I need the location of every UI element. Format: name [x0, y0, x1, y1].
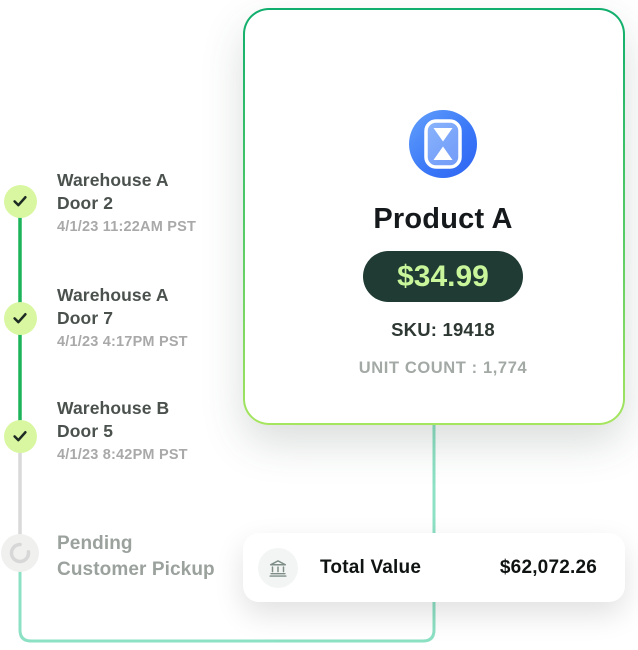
- stop-detail: Door 2: [57, 192, 114, 213]
- stop-timestamp: 4/1/23 11:22AM PST: [57, 219, 197, 235]
- stop-title: Warehouse B Door 5: [57, 397, 242, 442]
- total-value-card: Total Value $62,072.26: [243, 533, 625, 602]
- stop-title: Warehouse A Door 2: [57, 169, 242, 214]
- connector-path: [18, 424, 436, 643]
- timeline-item-warehouse-b-door-5: Warehouse B Door 5 4/1/23 8:42PM PST: [57, 397, 242, 463]
- check-icon: [13, 431, 27, 442]
- price-value: $34.99: [397, 259, 489, 293]
- stop-detail: Door 5: [57, 420, 114, 441]
- pending-spinner-icon: [9, 542, 31, 564]
- stop-timestamp: 4/1/23 8:42PM PST: [57, 447, 188, 463]
- step-complete-badge: [3, 184, 37, 218]
- stop-location: Pending: [57, 533, 133, 554]
- timeline-item-warehouse-a-door-7: Warehouse A Door 7 4/1/23 4:17PM PST: [57, 284, 242, 350]
- stop-title: Warehouse A Door 7: [57, 284, 242, 329]
- price-badge: $34.99: [363, 251, 523, 302]
- stop-detail: Customer Pickup: [57, 559, 215, 580]
- step-pending-badge: [1, 534, 39, 572]
- timeline-item-warehouse-a-door-2: Warehouse A Door 2 4/1/23 11:22AM PST: [57, 169, 242, 235]
- product-card: Product A $34.99 SKU: 19418 UNIT COUNT :…: [243, 8, 625, 425]
- product-card-inner: Product A $34.99 SKU: 19418 UNIT COUNT :…: [245, 10, 623, 423]
- stop-location: Warehouse A: [57, 170, 169, 190]
- bank-icon: [269, 559, 287, 577]
- stop-timestamp: 4/1/23 4:17PM PST: [57, 334, 188, 350]
- stop-title: Pending Customer Pickup: [57, 531, 242, 583]
- total-value-label: Total Value: [320, 556, 422, 578]
- product-card-content: Product A $34.99 SKU: 19418 UNIT COUNT :…: [359, 110, 528, 378]
- unit-count-label: UNIT COUNT : 1,774: [358, 359, 528, 377]
- stop-detail: Door 7: [57, 307, 114, 328]
- stop-location: Warehouse A: [57, 285, 169, 305]
- step-complete-badge: [3, 419, 37, 453]
- check-icon: [13, 196, 27, 207]
- timeline-item-pending-pickup: Pending Customer Pickup: [57, 531, 242, 583]
- step-complete-badge: [3, 301, 37, 335]
- hourglass-icon: [424, 119, 462, 169]
- product-title: Product A: [373, 203, 513, 235]
- check-icon: [13, 313, 27, 324]
- total-value-amount: $62,072.26: [499, 556, 597, 578]
- stop-location: Warehouse B: [57, 398, 170, 418]
- bank-icon-badge: [258, 547, 298, 588]
- product-icon-badge: [409, 110, 477, 178]
- sku-label: SKU: 19418: [391, 319, 495, 340]
